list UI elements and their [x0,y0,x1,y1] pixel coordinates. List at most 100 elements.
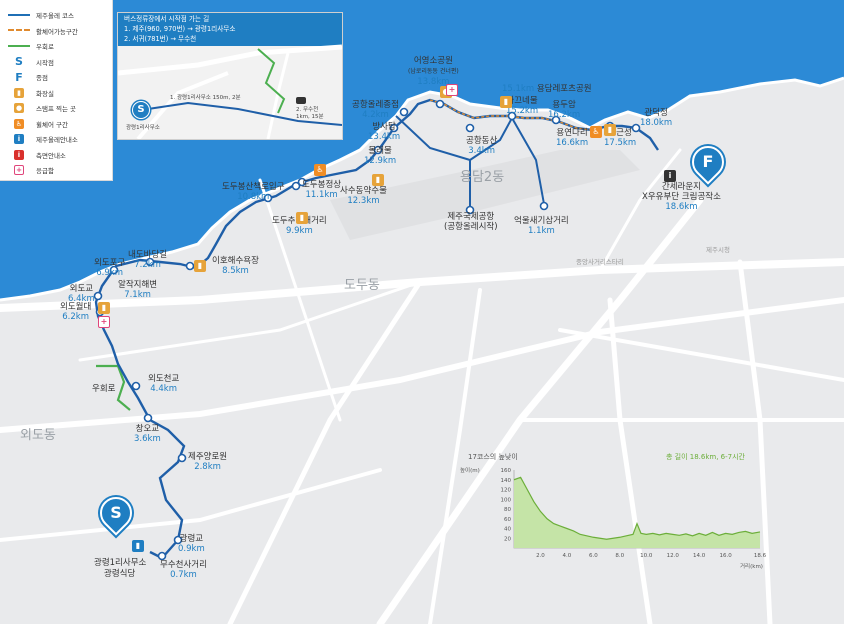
elevation-line [513,476,761,540]
elevation-xtick: 10.0 [640,553,653,559]
point-label: 15.1km 용담레포츠공원 [502,84,592,94]
legend-line-swatch [8,14,30,16]
inset-label-c: 광령1리사무소 [126,125,160,131]
area-jungang: 중앙사거리스타리 [576,258,624,266]
elevation-profile: 17코스의 높낮이 총 길이 18.6km, 6-7시간 높이(m) 거리(km… [460,452,768,582]
elevation-area [514,477,760,548]
legend-line-swatch [8,45,30,47]
elevation-xtick: 12.0 [667,553,680,559]
inset-line-2: 2. 서귀(781번) → 무수천 [124,35,197,43]
inset-label-b: 2. 무수천 [296,107,319,113]
elevation-ytick: 100 [501,497,512,503]
legend-label: 종점 [36,74,48,82]
legend-item: 제주올레 코스 [6,8,74,22]
area-jejusi: 제주시청 [706,246,730,254]
finish-marker: F [685,139,731,185]
elevation-xtick: 14.0 [693,553,706,559]
legend-label: 시작점 [36,58,54,67]
inset-title: 버스정류장에서 시작점 가는 길 [124,15,210,23]
info-icon: i [664,170,676,182]
toilet-icon: ▮ [14,87,24,98]
elevation-ylabel: 높이(m) [460,468,480,474]
elevation-xtick: 4.0 [563,553,572,559]
elevation-xtick: 8.0 [615,553,624,559]
airport-branch [395,115,545,210]
bus-inset-map: 버스정류장에서 시작점 가는 길 1. 제주(960, 970번) → 광령1리… [117,12,343,140]
inset-start-icon: S [132,101,150,119]
elevation-xtick: 6.0 [589,553,598,559]
legend-label: 측면안내소 [36,151,66,160]
elevation-xlabel: 거리(km) [740,564,763,570]
legend-item: 우회로 [6,39,54,53]
elevation-title: 17코스의 높낮이 [468,453,518,461]
legend-item: ♿ 휠체어 구간 [6,117,68,131]
elevation-ytick: 20 [504,536,511,542]
legend-item: ●스탬프 찍는 곳 [6,101,76,115]
legend-label: 휠체어 구간 [36,120,68,129]
inset-header: 버스정류장에서 시작점 가는 길 1. 제주(960, 970번) → 광령1리… [118,13,342,46]
toilet-icon: ▮ [194,260,206,272]
legend-item: + 응급함 [6,163,54,177]
first-aid-icon: + [98,316,110,328]
wheelchair-icon: ♿ [314,164,326,176]
inset-label-b2: 1km, 15분 [296,114,324,120]
point-label: 제주국제공항(공항올레시작) [444,212,498,232]
legend-label: 제주올레안내소 [36,136,78,144]
toilet-icon: ▮ [372,174,384,186]
start-pin-icon: S [93,490,139,536]
info-icon: i [14,149,24,160]
area-oedo: 외도동 [20,428,56,443]
first-aid-icon: + [14,165,24,175]
toilet-icon: ▮ [98,302,110,314]
wheelchair-icon: ♿ [590,126,602,138]
elevation-xtick: 2.0 [536,553,545,559]
elevation-summary: 총 길이 18.6km, 6-7시간 [666,453,745,461]
toilet-icon: ▮ [132,540,144,552]
wheelchair-icon: ♿ [14,118,24,129]
legend-label: 우회로 [36,43,54,51]
area-yongdam: 용담2동 [460,170,505,185]
elevation-ytick: 80 [504,507,511,513]
legend-item: F 종점 [6,70,48,84]
legend-item: ▮화장실 [6,86,54,100]
legend-label: 스탬프 찍는 곳 [36,105,77,113]
point-label: 광령1리사무소 [94,558,147,568]
toilet-icon: ▮ [500,96,512,108]
legend-label: 응급함 [36,167,54,175]
elevation-ytick: 140 [501,478,512,484]
elevation-ytick: 160 [501,468,512,474]
elevation-ytick: 120 [501,488,512,494]
legend-item: i 제주올레안내소 [6,132,78,146]
elevation-xtick: 16.0 [719,553,732,559]
point-label: 광령식당 [104,569,136,579]
finish-icon: F [15,70,23,84]
detour-route [96,364,131,411]
inset-base [118,44,342,139]
area-dodu: 도두동 [344,278,380,293]
start-marker: S [93,490,139,536]
info-icon: i [14,134,24,144]
